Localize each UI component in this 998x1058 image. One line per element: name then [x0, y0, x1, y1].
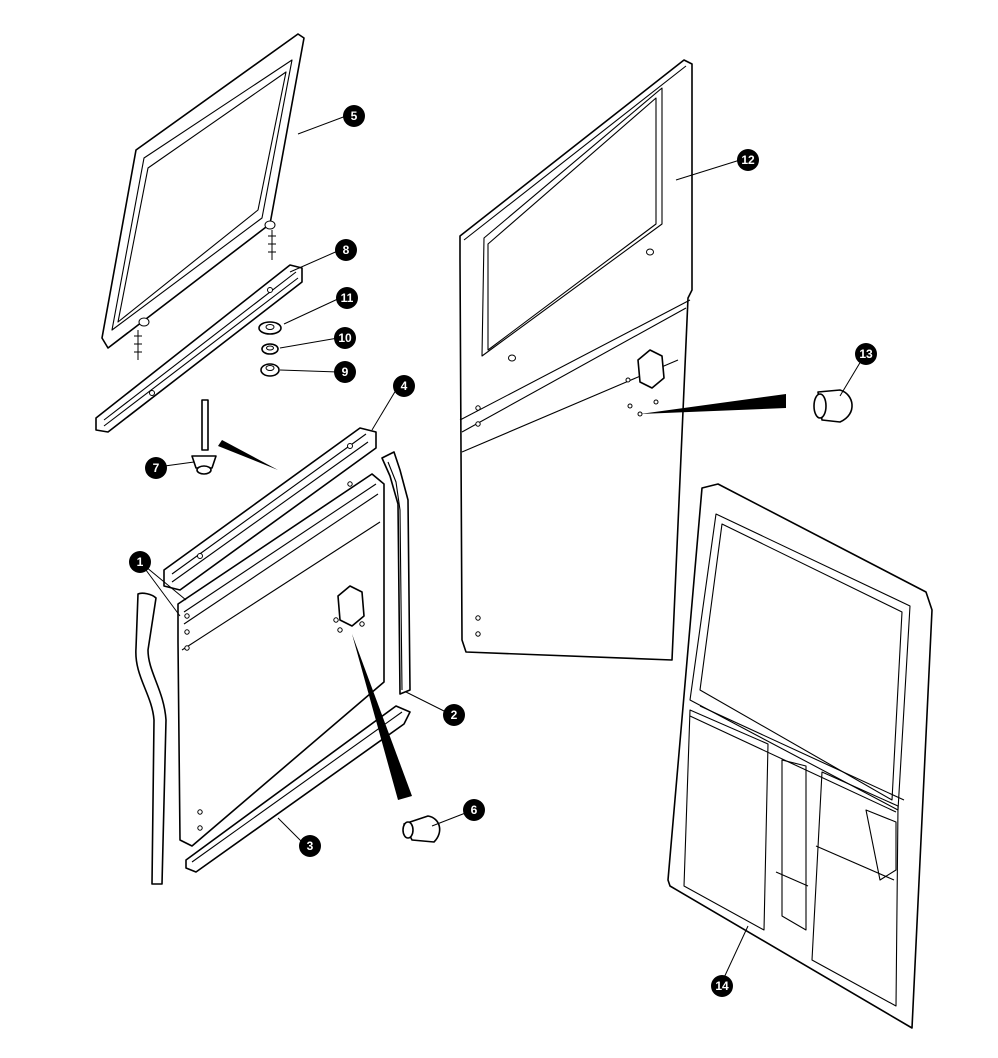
callout-13-label: 13 [859, 347, 873, 361]
callout-9: 9 [334, 361, 356, 383]
spring-washer [261, 343, 279, 355]
callout-3-label: 3 [307, 839, 314, 853]
callout-13: 13 [855, 343, 877, 365]
leader-lines [139, 115, 865, 983]
callout-6: 6 [463, 799, 485, 821]
tube-seal [135, 592, 167, 885]
window-stud-left [134, 330, 142, 360]
window-glass-frame [101, 33, 305, 349]
callout-8: 8 [335, 239, 357, 261]
upper-channel [163, 427, 377, 591]
callout-6-label: 6 [471, 803, 478, 817]
callout-7: 7 [145, 457, 167, 479]
callout-5: 5 [343, 105, 365, 127]
nut [260, 363, 280, 377]
callout-9-label: 9 [342, 365, 349, 379]
callout-12: 12 [737, 149, 759, 171]
side-weatherstrip [381, 451, 411, 695]
callout-11-label: 11 [341, 291, 354, 305]
complete-door [459, 59, 693, 661]
plug-6-pointer [352, 634, 412, 800]
door-panel-lower [177, 473, 385, 847]
callout-7-label: 7 [153, 461, 160, 475]
plug-6 [402, 815, 441, 843]
callout-2: 2 [443, 704, 465, 726]
rivet-pin [191, 399, 217, 475]
bottom-channel [185, 705, 411, 873]
callout-1-label: 1 [137, 555, 144, 569]
callout-14-label: 14 [715, 979, 729, 993]
window-stud-right [268, 230, 276, 260]
callout-1: 1 [129, 551, 151, 573]
callout-8-label: 8 [343, 243, 350, 257]
pin-7-pointer [218, 440, 278, 470]
callout-14: 14 [711, 975, 733, 997]
callout-5-label: 5 [351, 109, 358, 123]
callout-2-label: 2 [451, 708, 458, 722]
callout-3: 3 [299, 835, 321, 857]
flat-washer [258, 321, 282, 335]
plug-13-pointer [640, 394, 786, 414]
callout-4: 4 [393, 375, 415, 397]
callout-11: 11 [336, 287, 358, 309]
callout-10-label: 10 [338, 331, 352, 345]
plug-13 [813, 389, 853, 423]
window-channel [95, 264, 303, 433]
callout-12-label: 12 [741, 153, 755, 167]
callout-4-label: 4 [401, 379, 408, 393]
door-frame-seal [667, 483, 933, 1029]
callout-10: 10 [334, 327, 356, 349]
